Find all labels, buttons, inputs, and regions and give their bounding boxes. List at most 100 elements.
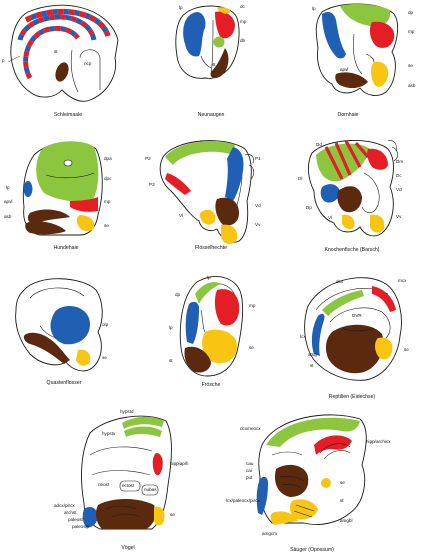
Vv-region-perch — [370, 214, 385, 233]
label-lp-top: lp — [207, 275, 211, 280]
panel-reptilien: dcx mcx DVR lcx se amg st Reptilien (Eid… — [282, 270, 423, 405]
adcx-pircx-region — [82, 507, 98, 528]
label-Dd: Dd — [316, 142, 322, 147]
DVR-st-region — [325, 324, 384, 374]
panel-neunaugen: lp dc mp db st Neunaugen — [141, 0, 282, 135]
panel-schleimaale: p st ncp Schleimaale — [0, 0, 141, 135]
P1-region — [225, 147, 244, 201]
caption-hundehaie: Hundehaie — [53, 245, 79, 251]
apvl-region — [27, 209, 70, 225]
Dl-Dp-region — [320, 184, 340, 203]
st-region-lamprey — [210, 48, 229, 79]
dcx-neocx-region — [266, 417, 360, 447]
olp-region — [50, 305, 90, 345]
se-region-frog — [202, 329, 237, 364]
dcx-region — [322, 290, 364, 316]
caption-reptilien: Reptilien (Eidechse) — [328, 394, 376, 400]
label-mp: mp — [104, 199, 111, 204]
label-paleost: paleost — [68, 517, 83, 522]
label-neost: neost — [98, 482, 110, 487]
lp-region-dogfish — [23, 181, 33, 197]
caption-schleimaale: Schleimaale — [53, 112, 83, 118]
Dm-region — [367, 148, 388, 170]
se-region — [371, 61, 389, 87]
floesselhechte-drawing — [159, 140, 255, 245]
st-region — [55, 62, 69, 82]
label-dp: dp — [408, 10, 414, 15]
label-amgcm: amgcm — [262, 531, 278, 536]
label-dcx: dcx — [336, 279, 344, 284]
Vl-region-perch — [342, 214, 355, 230]
label-hypstv: hypstv — [102, 431, 116, 436]
panel-dornhaie: lp dp mp apvl se asb Dornhaie — [282, 0, 423, 135]
dornhaie-drawing — [315, 3, 399, 96]
p-band-outer-blue — [24, 8, 111, 38]
hypstd-region — [122, 416, 164, 429]
label-Dm: Dm — [396, 159, 404, 164]
dp-region — [340, 3, 391, 27]
se-region-dogfish — [76, 215, 95, 232]
label-Vd: Vd — [396, 187, 402, 192]
label-se: se — [404, 347, 409, 352]
label-hypstd: hypstd — [120, 409, 134, 414]
label-p: p — [2, 58, 5, 63]
label-lcx-paleocx: lcx/paleocx/pircx — [226, 498, 260, 503]
dc-region — [217, 7, 231, 14]
amgbl-region — [289, 499, 318, 520]
label-asb: asb — [408, 83, 416, 88]
label-Vd: Vd — [255, 203, 261, 208]
label-lp: lp — [169, 325, 173, 330]
label-Dc: Dc — [396, 173, 402, 178]
neunaugen-drawing — [175, 5, 240, 79]
lp-region-shark — [322, 12, 346, 59]
label-hipp-archicx: hipp/archicx — [366, 439, 391, 444]
label-cai: cai — [246, 468, 252, 473]
caption-quastenflosser: Quastenflosser — [46, 380, 82, 386]
lp-region — [183, 12, 206, 57]
label-archst: archst — [64, 510, 77, 515]
knochenfische-drawing — [307, 140, 398, 237]
ventricle-hole — [63, 159, 73, 167]
label-se: se — [408, 63, 413, 68]
mp-region-shark — [369, 21, 395, 48]
asb-region-dogfish — [25, 221, 66, 235]
mcx-region — [372, 286, 396, 312]
quastenflosser-drawing — [15, 278, 103, 372]
label-lp: lp — [6, 185, 10, 190]
dp-region-frog — [195, 282, 221, 304]
label-P2: P2 — [145, 156, 151, 161]
hundehaie-drawing — [22, 141, 103, 236]
label-se: se — [340, 480, 345, 485]
mp-region-frog — [214, 289, 240, 326]
panel-voegel: hypstd hypstv hippiapih neost ectost nub… — [50, 405, 191, 560]
label-dc: dc — [240, 4, 245, 9]
label-Dl: Dl — [298, 176, 303, 181]
reptilien-drawing — [304, 277, 402, 381]
label-mp: mp — [249, 303, 256, 308]
schleimaale-drawing — [7, 4, 119, 102]
caption-neunaugen: Neunaugen — [197, 112, 225, 118]
saeuger-drawing — [256, 414, 367, 525]
label-st: st — [169, 358, 173, 363]
label-apvl: apvl — [340, 67, 349, 72]
voegel-drawing — [81, 415, 172, 530]
se-region-opossum — [321, 478, 331, 488]
P2-region — [165, 141, 235, 165]
label-se: se — [102, 355, 107, 360]
panel-knochenfische: Dd Dm Dl Dc Vd Dp Vl Vv Knochenfische (B… — [282, 135, 423, 270]
label-DVR: DVR — [352, 313, 362, 318]
label-Vl: Vl — [179, 213, 184, 218]
froesche-drawing — [179, 276, 244, 377]
brown-region-coelacanth — [23, 332, 70, 364]
label-se: se — [104, 223, 109, 228]
hypstv-region — [124, 426, 162, 437]
label-mp: mp — [408, 29, 415, 34]
caption-dornhaie: Dornhaie — [337, 112, 359, 118]
label-db: db — [240, 38, 246, 43]
label-se: se — [170, 512, 175, 517]
dpa-dpc-region — [36, 141, 99, 202]
Vl-region — [199, 209, 216, 225]
label-ectost: ectost — [122, 483, 135, 488]
panel-floesselhechte: P2 P1 P3 Vd Vl Vv Flösselhechte — [141, 135, 282, 270]
